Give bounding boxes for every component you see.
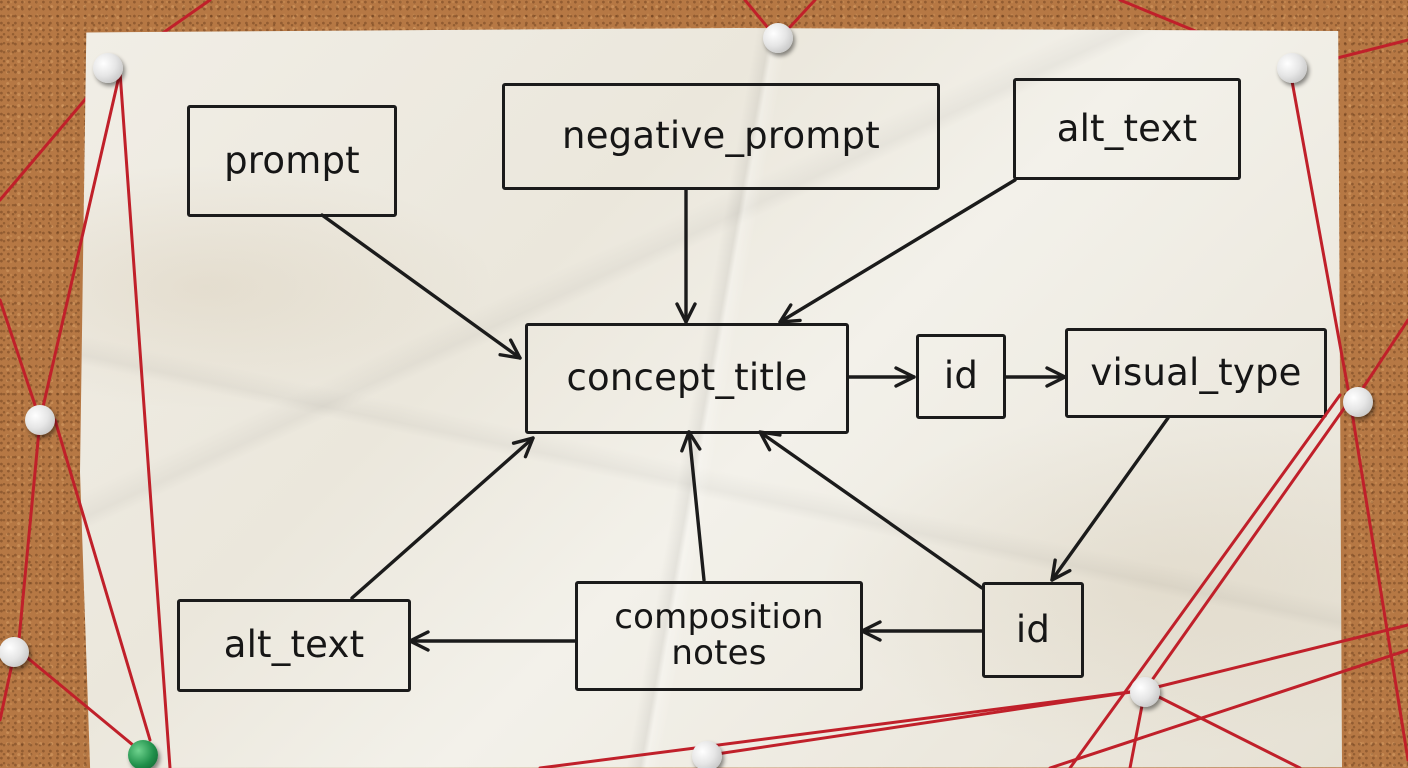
- green-push-pin-icon: [128, 740, 158, 768]
- arrow-alt-text-top-to-concept-title: [778, 178, 1017, 324]
- arrow-id-bottom-to-concept-title: [758, 430, 984, 590]
- node-alt-text-bottom: alt_text: [177, 599, 411, 692]
- node-concept-title: concept_title: [525, 323, 849, 434]
- push-pin-icon: [1277, 53, 1307, 83]
- arrow-composition-notes-to-concept-title: [680, 430, 706, 582]
- push-pin-icon: [25, 405, 55, 435]
- node-negative-prompt: negative_prompt: [502, 83, 940, 190]
- push-pin-icon: [1343, 387, 1373, 417]
- node-visual-type: visual_type: [1065, 328, 1327, 418]
- node-prompt: prompt: [187, 105, 397, 217]
- arrow-visual-type-to-id-bottom: [1050, 416, 1170, 582]
- node-alt-text-top: alt_text: [1013, 78, 1241, 180]
- arrow-prompt-to-concept-title: [320, 213, 522, 360]
- push-pin-icon: [763, 23, 793, 53]
- node-composition-notes: composition notes: [575, 581, 863, 691]
- node-id-top: id: [916, 334, 1006, 419]
- push-pin-icon: [0, 637, 29, 667]
- push-pin-icon: [692, 741, 722, 768]
- node-id-bottom: id: [982, 582, 1084, 678]
- push-pin-icon: [93, 53, 123, 83]
- paper-sheet: [80, 28, 1342, 768]
- arrow-alt-text-bottom-to-concept-title: [350, 436, 535, 600]
- push-pin-icon: [1130, 677, 1160, 707]
